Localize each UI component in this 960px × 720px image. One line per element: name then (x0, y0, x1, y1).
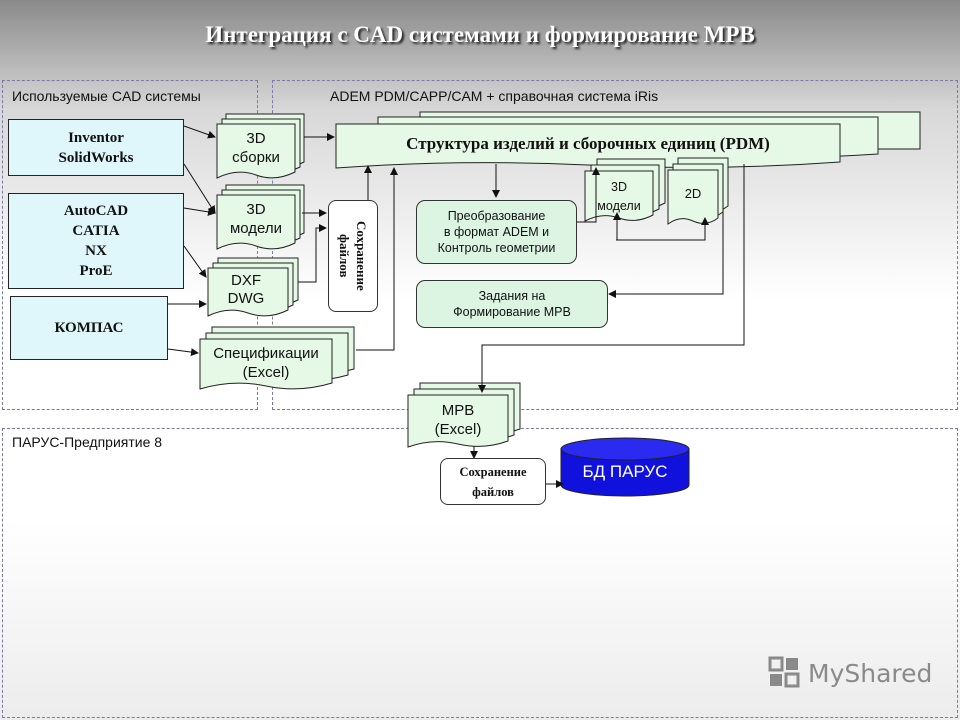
pdm-stack (335, 111, 921, 169)
tasks-line1: Задания на (478, 289, 546, 303)
doc-dxf-line2: DWG (227, 290, 265, 307)
cad-box-inventor-solidworks: Inventor SolidWorks (8, 119, 184, 176)
pdm-structure-label: Структура изделий и сборочных единиц (PD… (406, 134, 770, 153)
save-files-vertical: Сохранение файлов (328, 200, 378, 312)
cad-nx: NX (85, 243, 107, 259)
doc-dxf-line1: DXF (231, 272, 261, 289)
cad-kompas: КОМПАС (54, 320, 124, 336)
arrow-autocad-models (183, 207, 216, 216)
region-cad-label: Используемые CAD системы (12, 88, 201, 104)
arrow-conversion-2d (616, 217, 709, 241)
arrow-autocad-dxf (183, 245, 207, 278)
db-cylinder (560, 437, 690, 497)
arrow-specs-pdm (356, 167, 398, 351)
cad-solidworks: SolidWorks (58, 149, 134, 166)
arrow-inventor-assemblies (183, 125, 216, 139)
watermark-text: MyShared (808, 658, 933, 688)
arrow-pdm-mrv (478, 164, 745, 393)
conversion-line1: Преобразование (447, 209, 546, 223)
myshared-logo-icon (768, 656, 800, 688)
mrv-line1: МРВ (441, 402, 475, 419)
pdm-models-line2: модели (597, 199, 641, 213)
doc-models-line2: модели (229, 220, 283, 237)
cad-proe: ProE (79, 263, 113, 279)
doc-assemblies-line2: сборки (232, 149, 280, 166)
doc-stack-pdm-2d (667, 157, 729, 225)
cad-catia: CATIA (72, 223, 120, 239)
arrow-dxf-save (298, 224, 327, 283)
db-parus-label: БД ПАРУС (582, 462, 668, 481)
doc-models-text: 3D модели (217, 200, 295, 238)
arrow-pdm-tasks (608, 164, 724, 298)
save-files-bottom-line2: файлов (472, 484, 514, 499)
tasks-box: Задания на Формирование МРВ (416, 280, 608, 328)
conversion-box: Преобразование в формат ADEM и Контроль … (416, 200, 577, 264)
conversion-line2: в формат ADEM и (443, 225, 550, 239)
doc-stack-assemblies (216, 113, 305, 179)
doc-stack-mrv (407, 382, 521, 448)
arrow-kompas-specs (167, 348, 199, 357)
cad-autocad: AutoCAD (63, 203, 129, 219)
slide-title: Интеграция с CAD системами и формировани… (205, 22, 755, 47)
doc-stack-dxf (207, 257, 299, 317)
arrow-inventor-models (183, 163, 216, 214)
mrv-line2: (Excel) (434, 421, 482, 438)
doc-models-line1: 3D (246, 201, 266, 218)
arrow-conversion-pdm (577, 167, 600, 223)
region-adem-label: ADEM PDM/CAPP/CAM + справочная система i… (330, 88, 659, 104)
pdm-models-text: 3D модели (585, 178, 653, 216)
doc-dxf-text: DXF DWG (208, 272, 284, 308)
doc-specs-text: Спецификации (Excel) (200, 344, 332, 382)
conversion-line3: Контроль геометрии (437, 241, 556, 255)
save-files-bottom-line1: Сохранение (459, 464, 527, 479)
doc-stack-pdm-models (584, 158, 666, 222)
pdm-2d-text: 2D (684, 186, 702, 201)
watermark-logo: MyShared (768, 656, 932, 690)
pdm-models-line1: 3D (611, 180, 627, 194)
mrv-text: МРВ (Excel) (408, 401, 508, 439)
cad-box-kompas: КОМПАС (10, 296, 168, 360)
region-parus-label: ПАРУС-Предприятие 8 (12, 434, 163, 450)
tasks-line2: Формирование МРВ (453, 305, 571, 319)
save-files-bottom: Сохранение файлов (440, 458, 546, 505)
doc-assemblies-line1: 3D (246, 130, 266, 147)
doc-specs-line2: (Excel) (242, 364, 290, 381)
doc-stack-models (216, 184, 305, 250)
doc-specs-line1: Спецификации (213, 345, 319, 362)
doc-assemblies-text: 3D сборки (217, 129, 295, 167)
cad-inventor: Inventor (68, 129, 124, 146)
doc-stack-specs (199, 326, 355, 390)
cad-box-autocad-group: AutoCAD CATIA NX ProE (8, 193, 184, 289)
